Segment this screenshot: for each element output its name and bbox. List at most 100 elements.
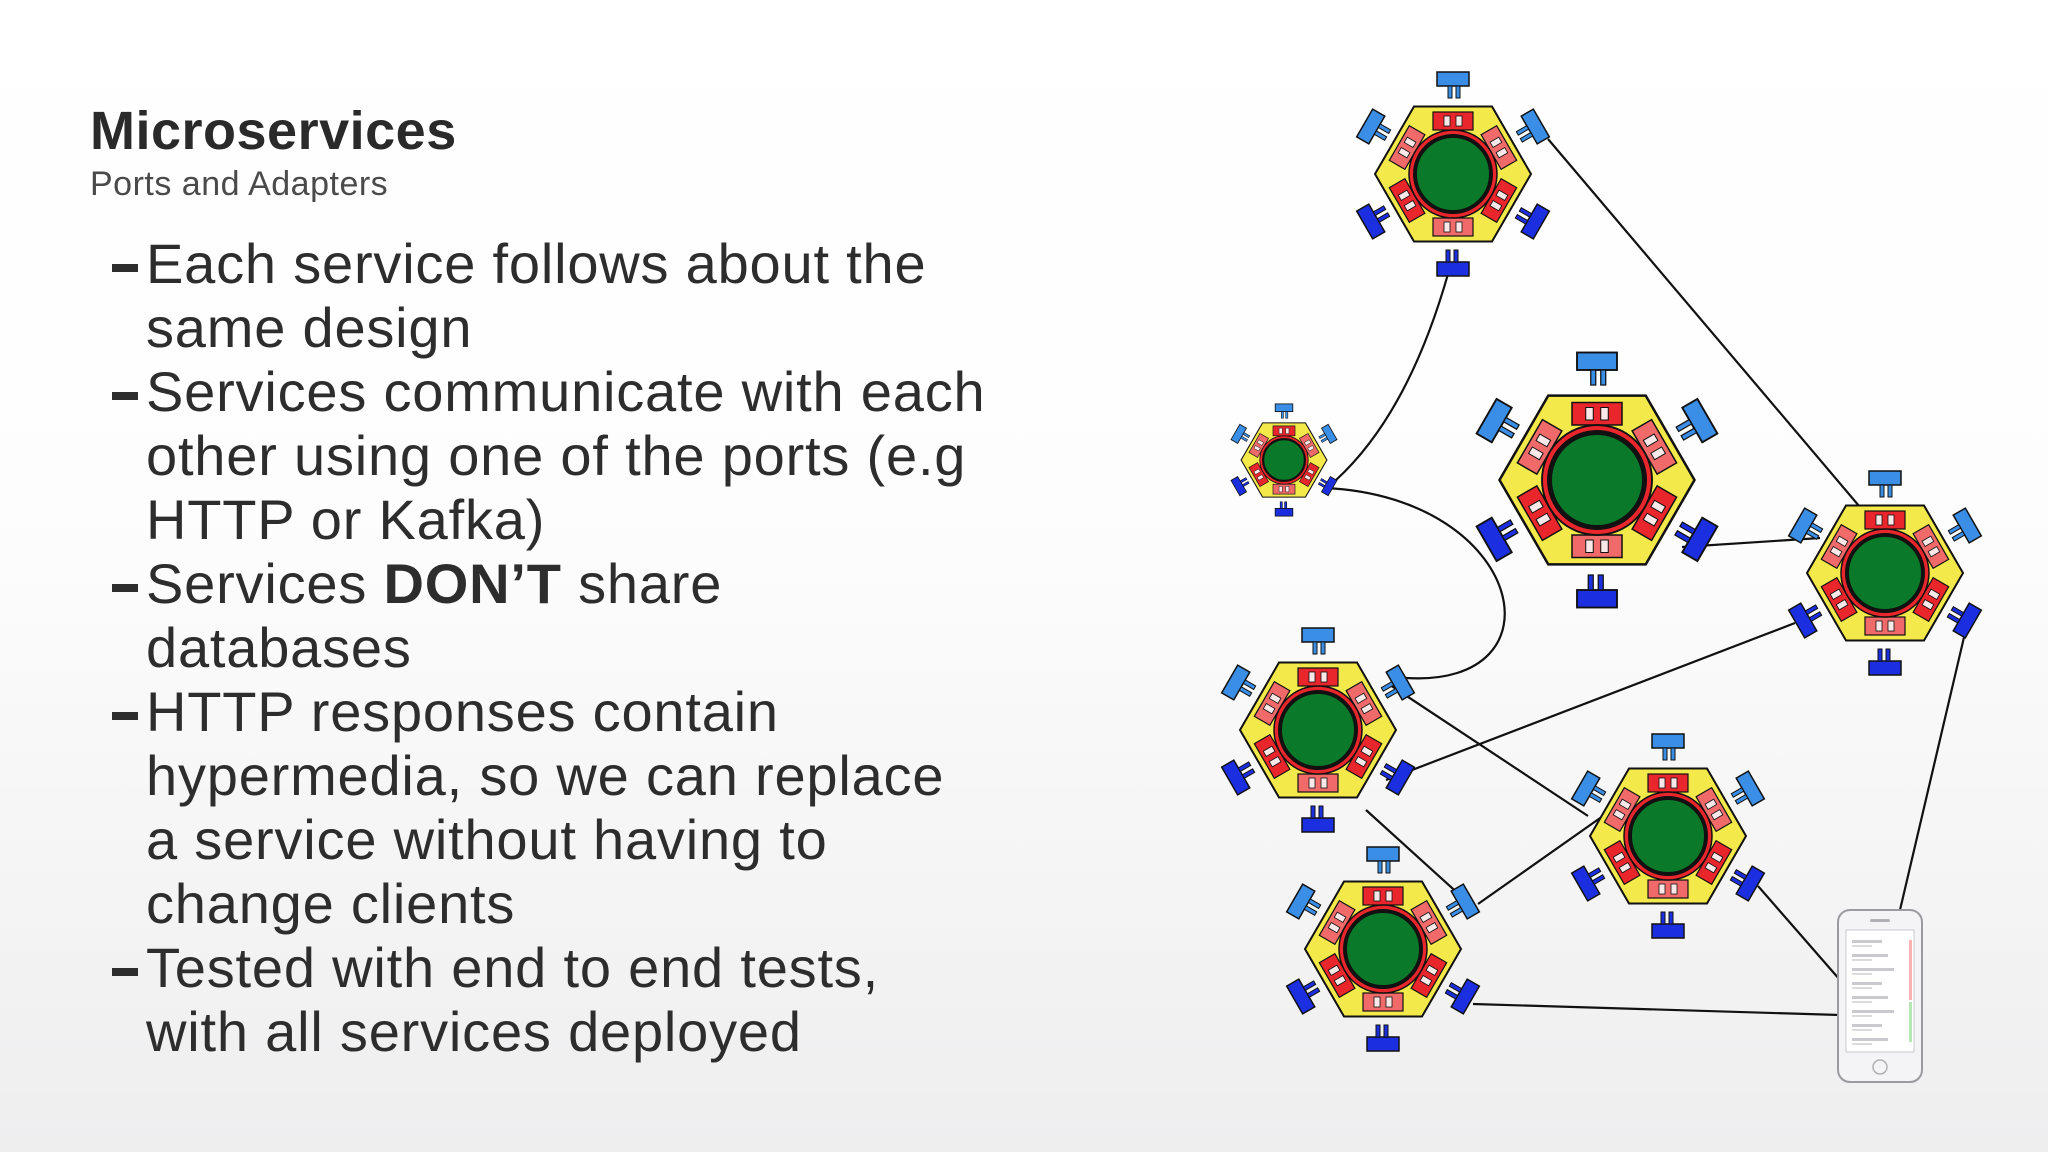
port-icon xyxy=(1445,883,1481,920)
port-icon xyxy=(1787,507,1824,544)
bullet-item: Services DON’T share databases xyxy=(110,552,990,680)
adapter-icon xyxy=(1362,886,1404,906)
port-icon xyxy=(1230,476,1250,497)
adapter-icon xyxy=(1820,523,1858,570)
service-node-s2 xyxy=(1230,403,1338,517)
port-icon xyxy=(1274,403,1294,419)
adapter-icon xyxy=(1272,483,1296,495)
bullet-item: Services communicate with each other usi… xyxy=(110,360,990,552)
adapter-icon xyxy=(1432,217,1474,237)
adapter-icon xyxy=(1362,992,1404,1012)
port-icon xyxy=(1947,507,1983,544)
service-nodes xyxy=(1220,71,1983,1052)
adapter-icon xyxy=(1647,773,1689,793)
connection-line-s4-mobile-client xyxy=(1898,632,1967,911)
connection-lines xyxy=(1325,138,1967,1017)
service-node-s4 xyxy=(1787,470,1983,676)
port-icon xyxy=(1946,602,1983,639)
connection-line-s2-s5 xyxy=(1325,486,1506,680)
port-icon xyxy=(1514,203,1551,240)
domain-core xyxy=(1261,437,1307,483)
domain-core xyxy=(1547,430,1647,530)
port-icon xyxy=(1355,108,1392,145)
adapter-icon xyxy=(1571,401,1623,426)
port-icon xyxy=(1366,846,1400,874)
port-icon xyxy=(1675,397,1719,444)
port-icon xyxy=(1868,470,1902,498)
service-node-s3 xyxy=(1475,351,1719,609)
adapter-icon xyxy=(1297,773,1339,793)
port-icon xyxy=(1674,516,1719,563)
bullet-text-strong: DON’T xyxy=(383,552,562,615)
port-icon xyxy=(1730,770,1766,807)
connection-line-s1-s2 xyxy=(1335,273,1450,481)
port-icon xyxy=(1301,627,1335,655)
domain-core xyxy=(1343,909,1423,989)
port-icon xyxy=(1318,423,1338,444)
domain-core xyxy=(1628,796,1708,876)
connection-line-s6-mobile-client xyxy=(1757,885,1841,981)
adapter-icon xyxy=(1388,124,1426,171)
adapter-icon xyxy=(1345,680,1383,727)
port-icon xyxy=(1515,108,1551,145)
bullet-item: Each service follows about the same desi… xyxy=(110,232,990,360)
service-node-s7 xyxy=(1285,846,1481,1052)
adapter-icon xyxy=(1410,899,1448,946)
adapter-icon xyxy=(1864,510,1906,530)
bullet-dash-icon xyxy=(112,264,138,272)
adapter-icon xyxy=(1318,952,1356,999)
domain-core xyxy=(1413,134,1493,214)
mobile-client-group xyxy=(1837,909,1923,1083)
port-icon xyxy=(1576,351,1618,386)
domain-core xyxy=(1845,533,1925,613)
port-icon xyxy=(1220,759,1256,796)
port-icon xyxy=(1475,397,1520,444)
port-icon xyxy=(1274,501,1294,517)
bullet-dash-icon xyxy=(112,584,138,592)
port-icon xyxy=(1868,648,1902,676)
service-node-s6 xyxy=(1570,733,1766,939)
adapter-icon xyxy=(1297,667,1339,687)
bullet-dash-icon xyxy=(112,712,138,720)
mobile-phone-icon xyxy=(1837,909,1923,1083)
port-icon xyxy=(1230,423,1251,444)
adapter-icon xyxy=(1272,425,1296,437)
domain-core xyxy=(1278,690,1358,770)
service-node-s5 xyxy=(1220,627,1416,833)
port-icon xyxy=(1220,664,1257,701)
port-icon xyxy=(1787,602,1823,639)
connection-line-s5-s6 xyxy=(1389,684,1589,817)
port-icon xyxy=(1379,759,1416,796)
bullet-text: Tested with end to end tests, with all s… xyxy=(146,936,879,1063)
adapter-icon xyxy=(1571,534,1623,559)
port-icon xyxy=(1355,203,1391,240)
connection-line-s5-s4 xyxy=(1385,621,1796,782)
bullet-text: Each service follows about the same desi… xyxy=(146,232,927,359)
adapter-icon xyxy=(1647,879,1689,899)
bullet-text-post: share databases xyxy=(146,552,723,679)
port-icon xyxy=(1436,71,1470,99)
bullet-text-pre: Services xyxy=(146,552,384,615)
bullet-item: Tested with end to end tests, with all s… xyxy=(110,936,990,1064)
adapter-icon xyxy=(1299,432,1320,458)
connection-line-s7-mobile-client xyxy=(1472,1002,1841,1017)
port-icon xyxy=(1436,249,1470,277)
port-icon xyxy=(1570,770,1607,807)
adapter-icon xyxy=(1864,616,1906,636)
port-icon xyxy=(1301,805,1335,833)
bullet-text: Services communicate with each other usi… xyxy=(146,360,986,551)
service-node-s1 xyxy=(1355,71,1551,277)
adapter-icon xyxy=(1432,111,1474,131)
port-icon xyxy=(1570,865,1606,902)
port-icon xyxy=(1651,911,1685,939)
port-icon xyxy=(1285,883,1322,920)
port-icon xyxy=(1729,865,1766,902)
bullet-text: HTTP responses contain hypermedia, so we… xyxy=(146,680,945,935)
connection-line-s1-s4 xyxy=(1547,138,1866,514)
port-icon xyxy=(1285,978,1321,1015)
bullet-text: Services DON’T share databases xyxy=(138,552,990,680)
slide-subtitle: Ports and Adapters xyxy=(90,165,389,203)
bullet-list: Each service follows about the same desi… xyxy=(110,232,990,1064)
adapter-icon xyxy=(1345,733,1383,780)
